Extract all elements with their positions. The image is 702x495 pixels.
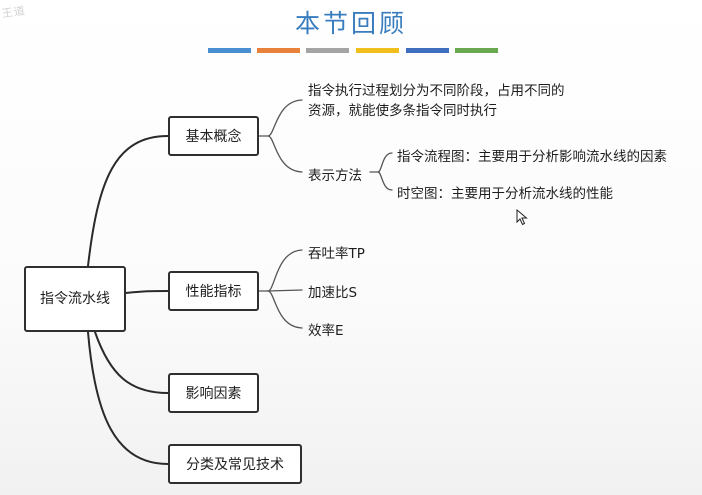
node-basic-concept: 基本概念: [168, 116, 259, 156]
leaf-instruction-flow-chart: 指令流程图：主要用于分析影响流水线的因素: [397, 149, 667, 165]
node-classification-techniques: 分类及常见技术: [168, 444, 302, 484]
color-bar-3: [306, 48, 349, 53]
leaf-space-time-chart: 时空图：主要用于分析流水线的性能: [397, 186, 613, 202]
color-bar-6: [455, 48, 498, 53]
color-bar-5: [406, 48, 449, 53]
connector-root-basic: [87, 135, 169, 267]
leaf-basic-description-line-2: 资源，就能使多条指令同时执行: [308, 103, 497, 119]
leaf-basic-description-line-1: 指令执行过程划分为不同阶段，占用不同的: [308, 83, 565, 99]
connector-basic-method: [267, 135, 303, 173]
connector-method-flow: [377, 152, 393, 173]
connector-perf-tp: [267, 249, 303, 292]
node-influencing-factors: 影响因素: [168, 373, 259, 413]
leaf-representation-method: 表示方法: [308, 168, 362, 184]
root-node-line-2: 流水线: [68, 291, 110, 307]
root-node-line-1: 指令: [40, 291, 68, 307]
connector-method-space: [377, 171, 393, 191]
node-performance-metrics: 性能指标: [168, 271, 259, 311]
leaf-throughput: 吞吐率TP: [308, 246, 365, 262]
mouse-cursor-icon: [516, 209, 528, 226]
connector-root-classification: [87, 331, 169, 465]
connector-root-factors: [94, 331, 169, 394]
color-bar-4: [356, 48, 399, 53]
color-bar-1: [208, 48, 251, 53]
connector-perf-sp: [267, 289, 303, 292]
color-bar-2: [257, 48, 300, 53]
leaf-speedup: 加速比S: [308, 285, 358, 301]
connector-basic-desc: [267, 99, 303, 137]
leaf-basic-description: 指令执行过程划分为不同阶段，占用不同的 资源，就能使多条指令同时执行: [308, 81, 565, 121]
connector-perf-ef: [267, 290, 303, 329]
root-node: 指令 流水线: [24, 266, 126, 332]
connector-root-performance: [125, 290, 169, 294]
leaf-efficiency: 效率E: [308, 323, 344, 339]
page-title: 本节回顾: [294, 9, 407, 38]
